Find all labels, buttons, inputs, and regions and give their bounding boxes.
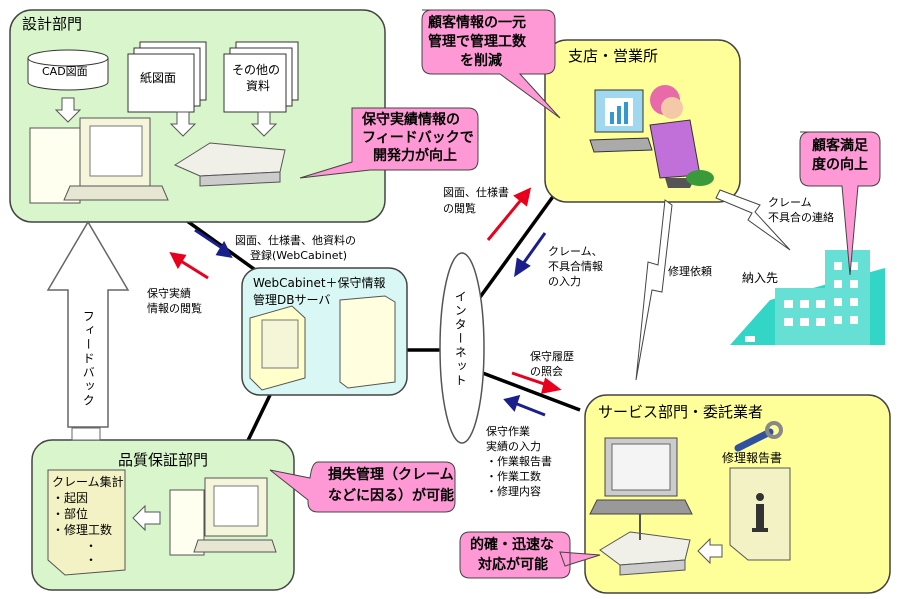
- flow-claim-input-line3: の入力: [548, 275, 581, 288]
- service-scanner-icon: [599, 531, 691, 576]
- callout-feedback-line3: 開発力が向上: [373, 148, 457, 164]
- design-dept-title: 設計部門: [22, 15, 83, 33]
- callout-unified-line3: を削減: [460, 53, 502, 69]
- flow-register-line1: 図面、仕様書、他資料の: [235, 234, 356, 247]
- flow-drawing-view-line2: の閲覧: [443, 202, 476, 215]
- flow-history-line1: 保守履歴: [530, 350, 574, 363]
- flow-work-line4: ・作業工数: [486, 470, 541, 483]
- flow-register-line2: 登録(WebCabinet): [250, 249, 348, 262]
- feedback-arrow-base: [71, 427, 101, 441]
- server-label-2: 管理DBサーバ: [253, 293, 331, 307]
- service-dept-title: サービス部門・委託業者: [598, 403, 764, 421]
- callout-satisfaction-line1: 顧客満足: [812, 138, 868, 154]
- design-computer-icon: [29, 117, 169, 204]
- callout-feedback-bubble: [299, 107, 479, 179]
- paper-drawings-label: 紙図面: [140, 71, 177, 85]
- customer-label: 納入先: [742, 271, 779, 285]
- server-computer-icon: [249, 295, 396, 391]
- qa-item-dot2: ・: [85, 553, 98, 567]
- server-label-1: WebCabinet＋保守情報: [253, 276, 386, 290]
- paper-drawings-stack-icon: [127, 41, 207, 113]
- scanner-icon: [173, 142, 286, 187]
- laptop-icon: [589, 437, 693, 515]
- qa-item-cause: ・起因: [52, 491, 89, 505]
- callout-satisfaction-line2: 度の向上: [812, 157, 868, 173]
- repair-report-label: 修理報告書: [722, 451, 783, 465]
- callout-unified-bubble: [421, 9, 561, 119]
- other-documents-stack-icon: [223, 41, 299, 113]
- qa-item-repair-hours: ・修理工数: [52, 523, 113, 537]
- callout-loss-line2: などに因る）が可能: [328, 488, 454, 504]
- qa-sheet-title: クレーム集計: [52, 475, 124, 489]
- wrench-icon: [734, 421, 783, 452]
- callout-feedback-line1: 保守実績情報の: [362, 112, 460, 128]
- flow-arrows: [169, 187, 562, 417]
- cad-database-icon: [27, 49, 109, 91]
- qa-item-part: ・部位: [52, 507, 89, 521]
- callout-loss-line1: 損失管理（クレーム: [328, 467, 454, 483]
- flow-claim-contact-line2: 不具合の連絡: [768, 211, 834, 224]
- cad-drawings-label: CAD図面: [42, 65, 88, 78]
- internet-label: インターネット: [453, 290, 468, 388]
- qa-arrow-icon: [132, 504, 161, 532]
- internet-cloud: [439, 252, 485, 444]
- flow-history-line2: の照会: [530, 365, 563, 378]
- other-docs-label-2: 資料: [246, 79, 271, 93]
- office-worker-icon: [589, 85, 714, 188]
- communication-bolts: [635, 189, 791, 381]
- callout-response-line2: 対応が可能: [478, 557, 548, 573]
- callout-unified-line1: 顧客情報の一元: [428, 15, 526, 31]
- flow-work-line3: ・作業報告書: [486, 455, 552, 468]
- flow-claim-input-line1: クレーム、: [548, 245, 603, 258]
- flow-work-line1: 保守作業: [486, 425, 530, 438]
- qa-report-sheet: [47, 469, 126, 576]
- flow-maint-view-line1: 保守実績: [147, 287, 191, 300]
- callout-unified-line2: 管理で管理工数: [428, 34, 526, 50]
- flow-claim-contact-line1: クレーム: [768, 196, 812, 209]
- feedback-arrow: [46, 220, 130, 428]
- branch-title: 支店・営業所: [568, 47, 659, 65]
- callout-response-bubble: [459, 531, 601, 579]
- qa-item-dot1: ・: [85, 539, 98, 553]
- flow-work-line5: ・修理内容: [486, 485, 541, 498]
- callout-feedback-line2: フィードバックで: [362, 130, 474, 146]
- service-arrow-icon: [697, 537, 723, 565]
- qa-dept-title: 品質保証部門: [118, 451, 209, 469]
- flow-drawing-view-line1: 図面、仕様書: [443, 186, 509, 199]
- feedback-arrow-label: フィードバック: [81, 310, 96, 408]
- callout-loss-bubble: [269, 461, 456, 513]
- input-down-arrows: [54, 97, 278, 137]
- flow-repair-request: 修理依頼: [668, 265, 712, 278]
- repair-report-document: [729, 467, 791, 561]
- flow-claim-input-line2: 不具合情報: [548, 260, 603, 273]
- flow-maint-view-line2: 情報の閲覧: [147, 302, 202, 315]
- qa-computer-icon: [169, 477, 277, 556]
- callout-response-line1: 的確・迅速な: [470, 537, 554, 553]
- callout-satisfaction-bubble: [799, 131, 881, 276]
- other-docs-label-1: その他の: [232, 63, 281, 77]
- flow-work-line2: 実績の入力: [486, 440, 541, 453]
- customer-building-icon: [730, 250, 885, 345]
